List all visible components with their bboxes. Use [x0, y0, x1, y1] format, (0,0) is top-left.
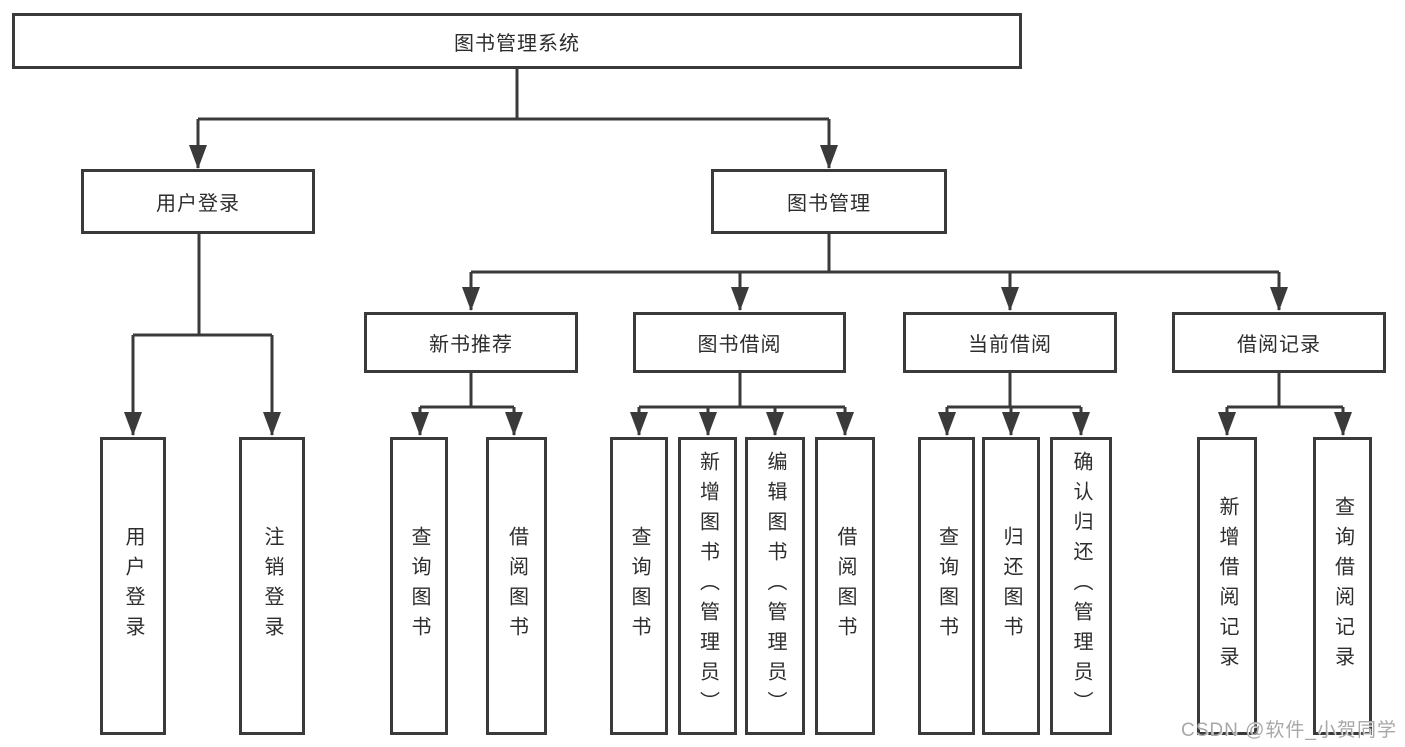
leaf-add-borrow-record-label: 新增借阅记录 — [1216, 496, 1238, 676]
node-book-management: 图书管理 — [711, 169, 947, 234]
leaf-logout-label: 注销登录 — [261, 526, 283, 646]
leaf-add-borrow-record: 新增借阅记录 — [1197, 437, 1257, 735]
leaf-query-borrow-record: 查询借阅记录 — [1313, 437, 1372, 735]
node-borrow-records-label: 借阅记录 — [1237, 334, 1321, 356]
connector-borrow-records-children — [1218, 373, 1352, 436]
leaf-add-book-admin: 新增图书（管理员） — [678, 437, 737, 735]
node-book-borrowing-label: 图书借阅 — [697, 334, 782, 356]
leaf-borrow-books-recommend: 借阅图书 — [486, 437, 547, 735]
leaf-user-login-label: 用户登录 — [122, 526, 144, 646]
leaf-query-books-current-label: 查询图书 — [935, 526, 958, 646]
watermark: CSDN @软件_小贺同学 — [1181, 720, 1397, 741]
node-user-login: 用户登录 — [81, 169, 315, 234]
node-current-borrowing: 当前借阅 — [903, 312, 1117, 373]
leaf-edit-book-admin: 编辑图书（管理员） — [745, 437, 805, 735]
node-root: 图书管理系统 — [12, 13, 1022, 69]
leaf-query-borrow-record-label: 查询借阅记录 — [1331, 496, 1354, 676]
node-new-book-recommend: 新书推荐 — [364, 312, 578, 373]
leaf-add-book-admin-label: 新增图书（管理员） — [696, 451, 719, 721]
node-borrow-records: 借阅记录 — [1172, 312, 1386, 373]
connector-user-login-children — [124, 234, 281, 436]
node-book-management-label: 图书管理 — [787, 193, 871, 215]
node-user-login-label: 用户登录 — [156, 193, 240, 215]
connector-root-to-level2 — [189, 69, 838, 169]
leaf-query-books-borrowing: 查询图书 — [610, 437, 668, 735]
leaf-return-books: 归还图书 — [982, 437, 1040, 735]
node-current-borrowing-label: 当前借阅 — [968, 334, 1052, 356]
leaf-confirm-return-admin-label: 确认归还（管理员） — [1070, 451, 1092, 721]
connector-book-borrowing-children — [630, 373, 854, 436]
leaf-borrow-books-recommend-label: 借阅图书 — [505, 526, 528, 646]
leaf-logout: 注销登录 — [239, 437, 305, 735]
leaf-query-books-current: 查询图书 — [918, 437, 975, 735]
node-book-borrowing: 图书借阅 — [633, 312, 846, 373]
connector-new-book-recommend-children — [411, 373, 523, 436]
leaf-borrow-books-borrowing: 借阅图书 — [815, 437, 875, 735]
node-root-label: 图书管理系统 — [454, 32, 580, 55]
leaf-query-books-borrowing-label: 查询图书 — [628, 526, 650, 646]
leaf-user-login: 用户登录 — [100, 437, 166, 735]
leaf-edit-book-admin-label: 编辑图书（管理员） — [764, 451, 786, 721]
node-new-book-recommend-label: 新书推荐 — [429, 334, 513, 356]
leaf-confirm-return-admin: 确认归还（管理员） — [1050, 437, 1112, 735]
leaf-query-books-recommend: 查询图书 — [390, 437, 448, 735]
leaf-query-books-recommend-label: 查询图书 — [408, 526, 430, 646]
leaf-borrow-books-borrowing-label: 借阅图书 — [834, 526, 856, 646]
connector-current-borrowing-children — [938, 373, 1090, 436]
leaf-return-books-label: 归还图书 — [1000, 526, 1022, 646]
connector-book-management-children — [462, 234, 1288, 311]
